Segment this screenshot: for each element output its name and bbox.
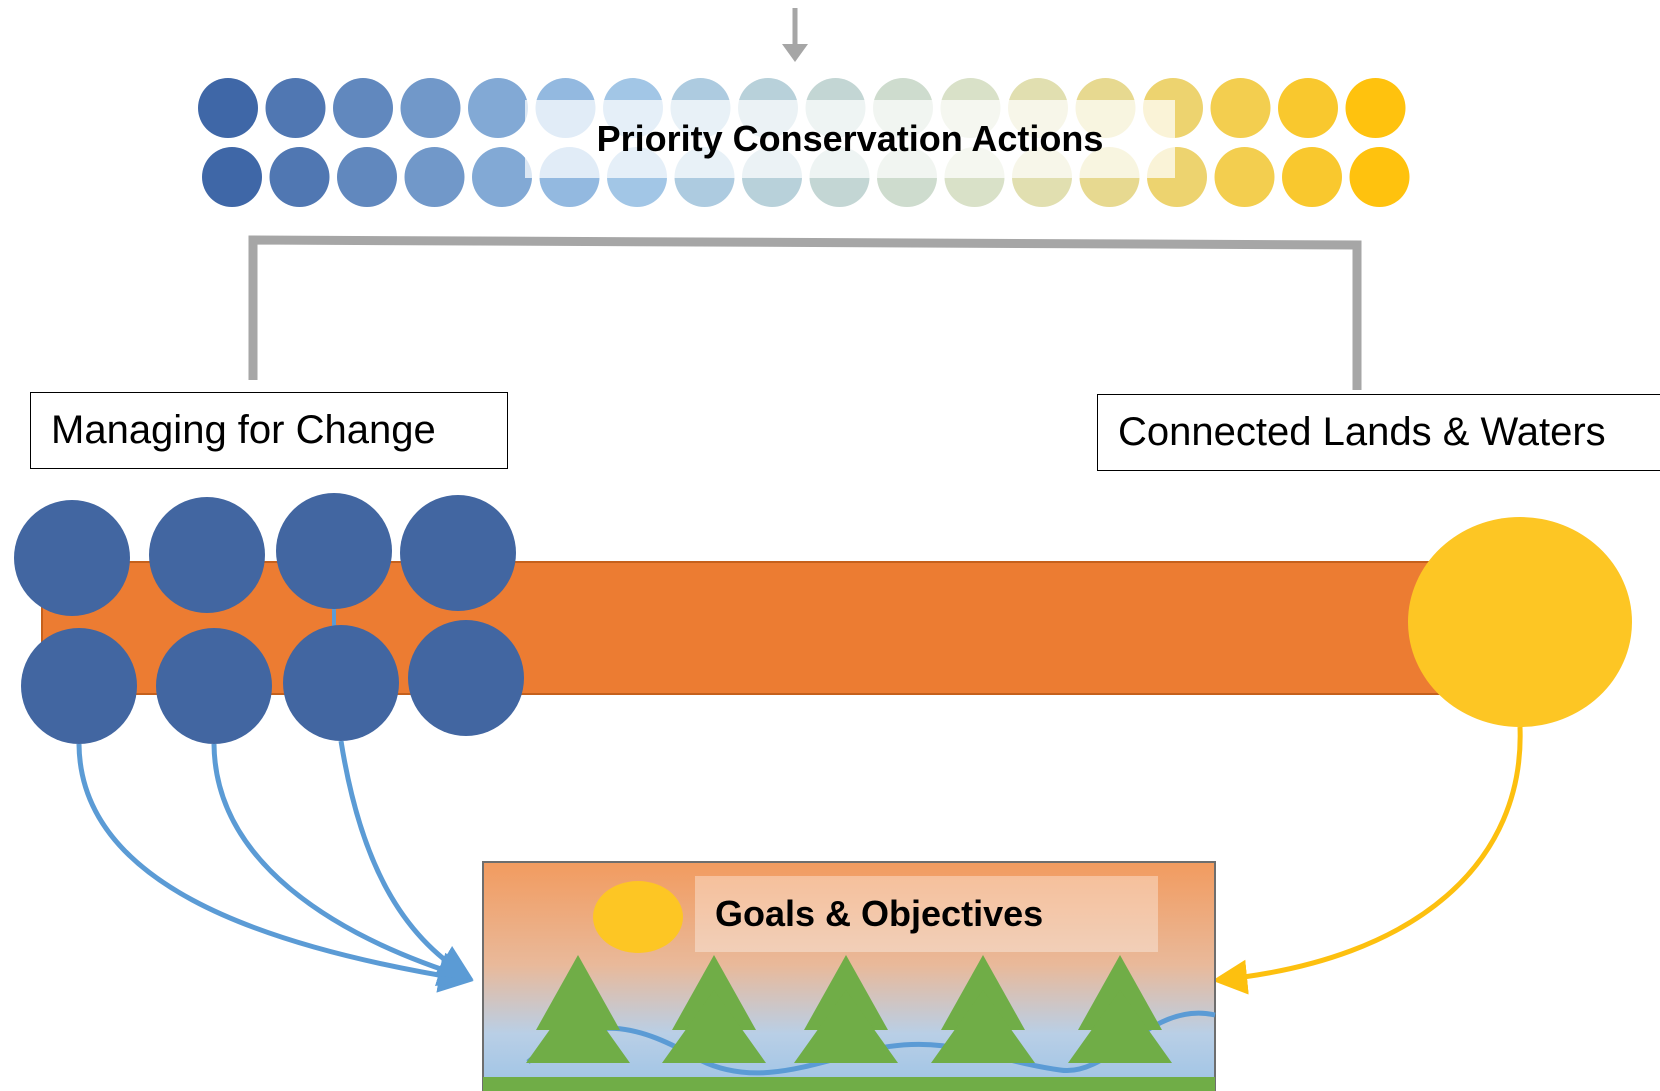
action-dot: [400, 78, 461, 138]
action-dot: [1210, 78, 1271, 138]
pine-tree-icon: [526, 955, 630, 1063]
action-circle: [14, 500, 130, 616]
managing-for-change-actions: [14, 493, 524, 744]
action-circle: [156, 628, 272, 744]
action-circle: [283, 625, 399, 741]
action-circle: [400, 495, 516, 611]
priority-actions-title: Priority Conservation Actions: [525, 100, 1175, 178]
action-dot: [472, 147, 532, 207]
action-dot: [1349, 147, 1410, 207]
sun-icon: [593, 881, 683, 953]
pine-tree-icon: [794, 955, 898, 1063]
action-circle: [149, 497, 265, 613]
yellow-arrow: [1212, 726, 1523, 995]
down-arrow-icon: [782, 8, 808, 62]
connected-lands-action-circle: [1408, 517, 1632, 727]
action-dot: [265, 78, 326, 138]
action-dot: [404, 147, 465, 207]
pine-tree-icon: [931, 955, 1035, 1063]
action-dot: [1282, 147, 1342, 207]
connected-lands-waters-label: Connected Lands & Waters: [1097, 394, 1660, 471]
goals-landscape: [482, 861, 1216, 1091]
action-circle: [276, 493, 392, 609]
managing-for-change-label: Managing for Change: [30, 392, 508, 469]
blue-arrows: [76, 740, 474, 993]
action-circle: [21, 628, 137, 744]
action-dot: [333, 78, 393, 138]
pine-tree-icon: [1068, 955, 1172, 1063]
action-dot: [468, 78, 528, 138]
action-dot: [1278, 78, 1338, 138]
bracket-connector: [248, 235, 1362, 390]
connection-bar: [41, 561, 1463, 695]
goals-objectives-title: Goals & Objectives: [695, 876, 1158, 952]
ground-strip: [483, 1077, 1215, 1091]
action-dot: [1345, 78, 1406, 138]
action-dot: [337, 147, 397, 207]
action-dot: [198, 78, 258, 138]
action-dot: [1214, 147, 1275, 207]
action-dot: [202, 147, 262, 207]
action-circle: [408, 620, 524, 736]
pine-tree-icon: [662, 955, 766, 1063]
action-dot: [269, 147, 330, 207]
